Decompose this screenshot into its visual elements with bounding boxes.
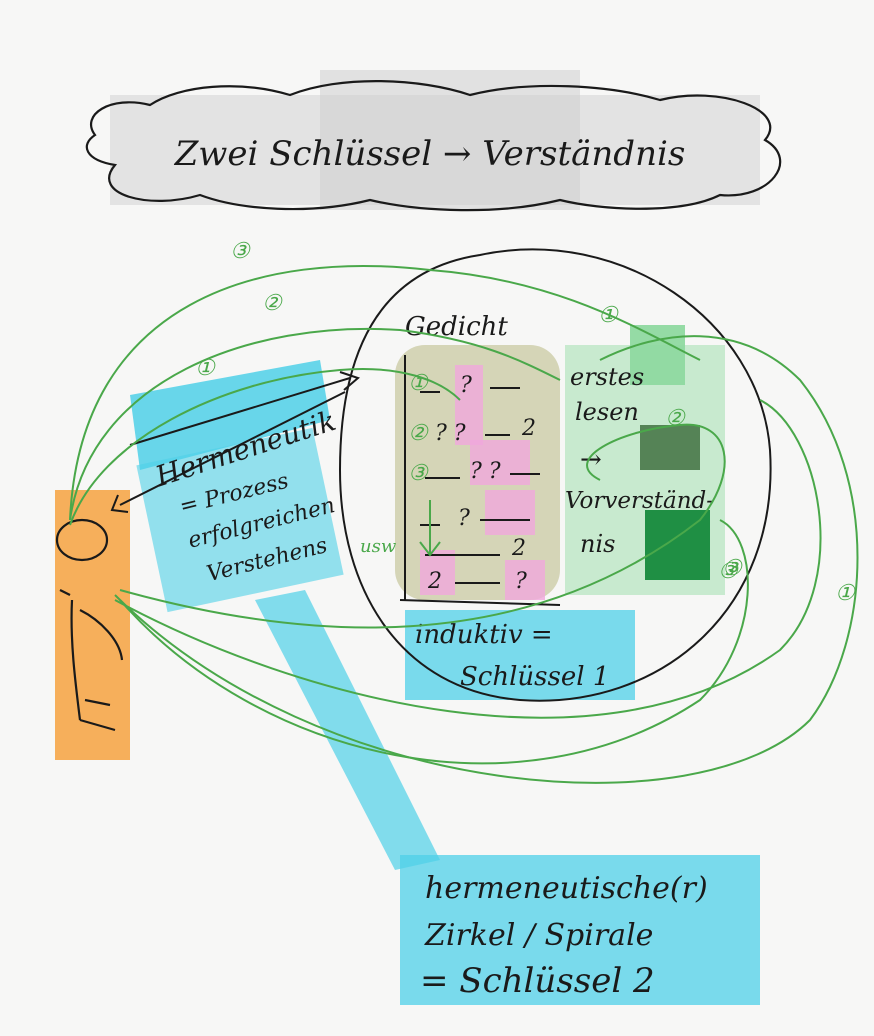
- reading-column: erstes lesen → Vorverständ- nis ① ② ③: [565, 303, 743, 581]
- highlight-layer: [55, 325, 760, 1005]
- poem-row-number: ②: [408, 421, 429, 446]
- person-figure: [55, 518, 124, 732]
- circle-label-line1: hermeneutische(r): [425, 871, 708, 906]
- poem-heading: Gedicht: [405, 312, 508, 342]
- poem-row-number: ③: [408, 461, 429, 486]
- loop-marker: ①: [195, 356, 216, 381]
- poem-mark: ? ?: [435, 421, 466, 446]
- loop-marker: ①: [835, 581, 856, 606]
- poem-ellipse: [338, 248, 772, 702]
- circle-label-line3: = Schlüssel 2: [420, 961, 655, 1001]
- loop-marker: ②: [262, 291, 283, 316]
- poem-row-number: ①: [408, 371, 429, 396]
- poem-mark: 2: [427, 569, 442, 594]
- reading-line4: nis: [580, 530, 615, 558]
- poem-mark: ?: [460, 373, 472, 398]
- body-icon: [70, 599, 124, 732]
- down-arrow-icon: [419, 500, 441, 557]
- loop-marker: ③: [718, 559, 739, 584]
- poem-mark: 2: [511, 536, 526, 561]
- title-cloud: Zwei Schlüssel → Verständnis: [85, 70, 782, 212]
- poem-block: Gedicht ? ? ? 2 ? ? ? 2 2 ? ① ② ③ usw in…: [360, 312, 609, 692]
- poem-mark: ?: [458, 506, 470, 531]
- reading-line2: lesen: [575, 398, 639, 426]
- head-icon: [55, 518, 109, 562]
- arrow-left-icon: [110, 494, 129, 513]
- loop-marker: ③: [230, 239, 251, 264]
- reading-line1: erstes: [570, 363, 644, 391]
- poem-side-label: usw: [360, 536, 397, 557]
- reading-arrow: →: [580, 445, 602, 475]
- poem-mark: ? ?: [470, 459, 501, 484]
- arrow-right-icon: [339, 371, 360, 391]
- poem-mark: ?: [515, 569, 527, 594]
- circle-label-line2: Zirkel / Spirale: [424, 918, 653, 953]
- page-title: Zwei Schlüssel → Verständnis: [174, 134, 686, 174]
- reading-line3: Vorverständ-: [565, 488, 714, 514]
- hermeneutic-circle-label: hermeneutische(r) Zirkel / Spirale = Sch…: [420, 871, 708, 1001]
- inductive-line1: induktiv =: [415, 620, 553, 650]
- inductive-line2: Schlüssel 1: [460, 662, 609, 692]
- reading-step-marker: ③: [722, 556, 743, 581]
- poem-mark: 2: [521, 416, 536, 441]
- green-loops: [69, 264, 859, 784]
